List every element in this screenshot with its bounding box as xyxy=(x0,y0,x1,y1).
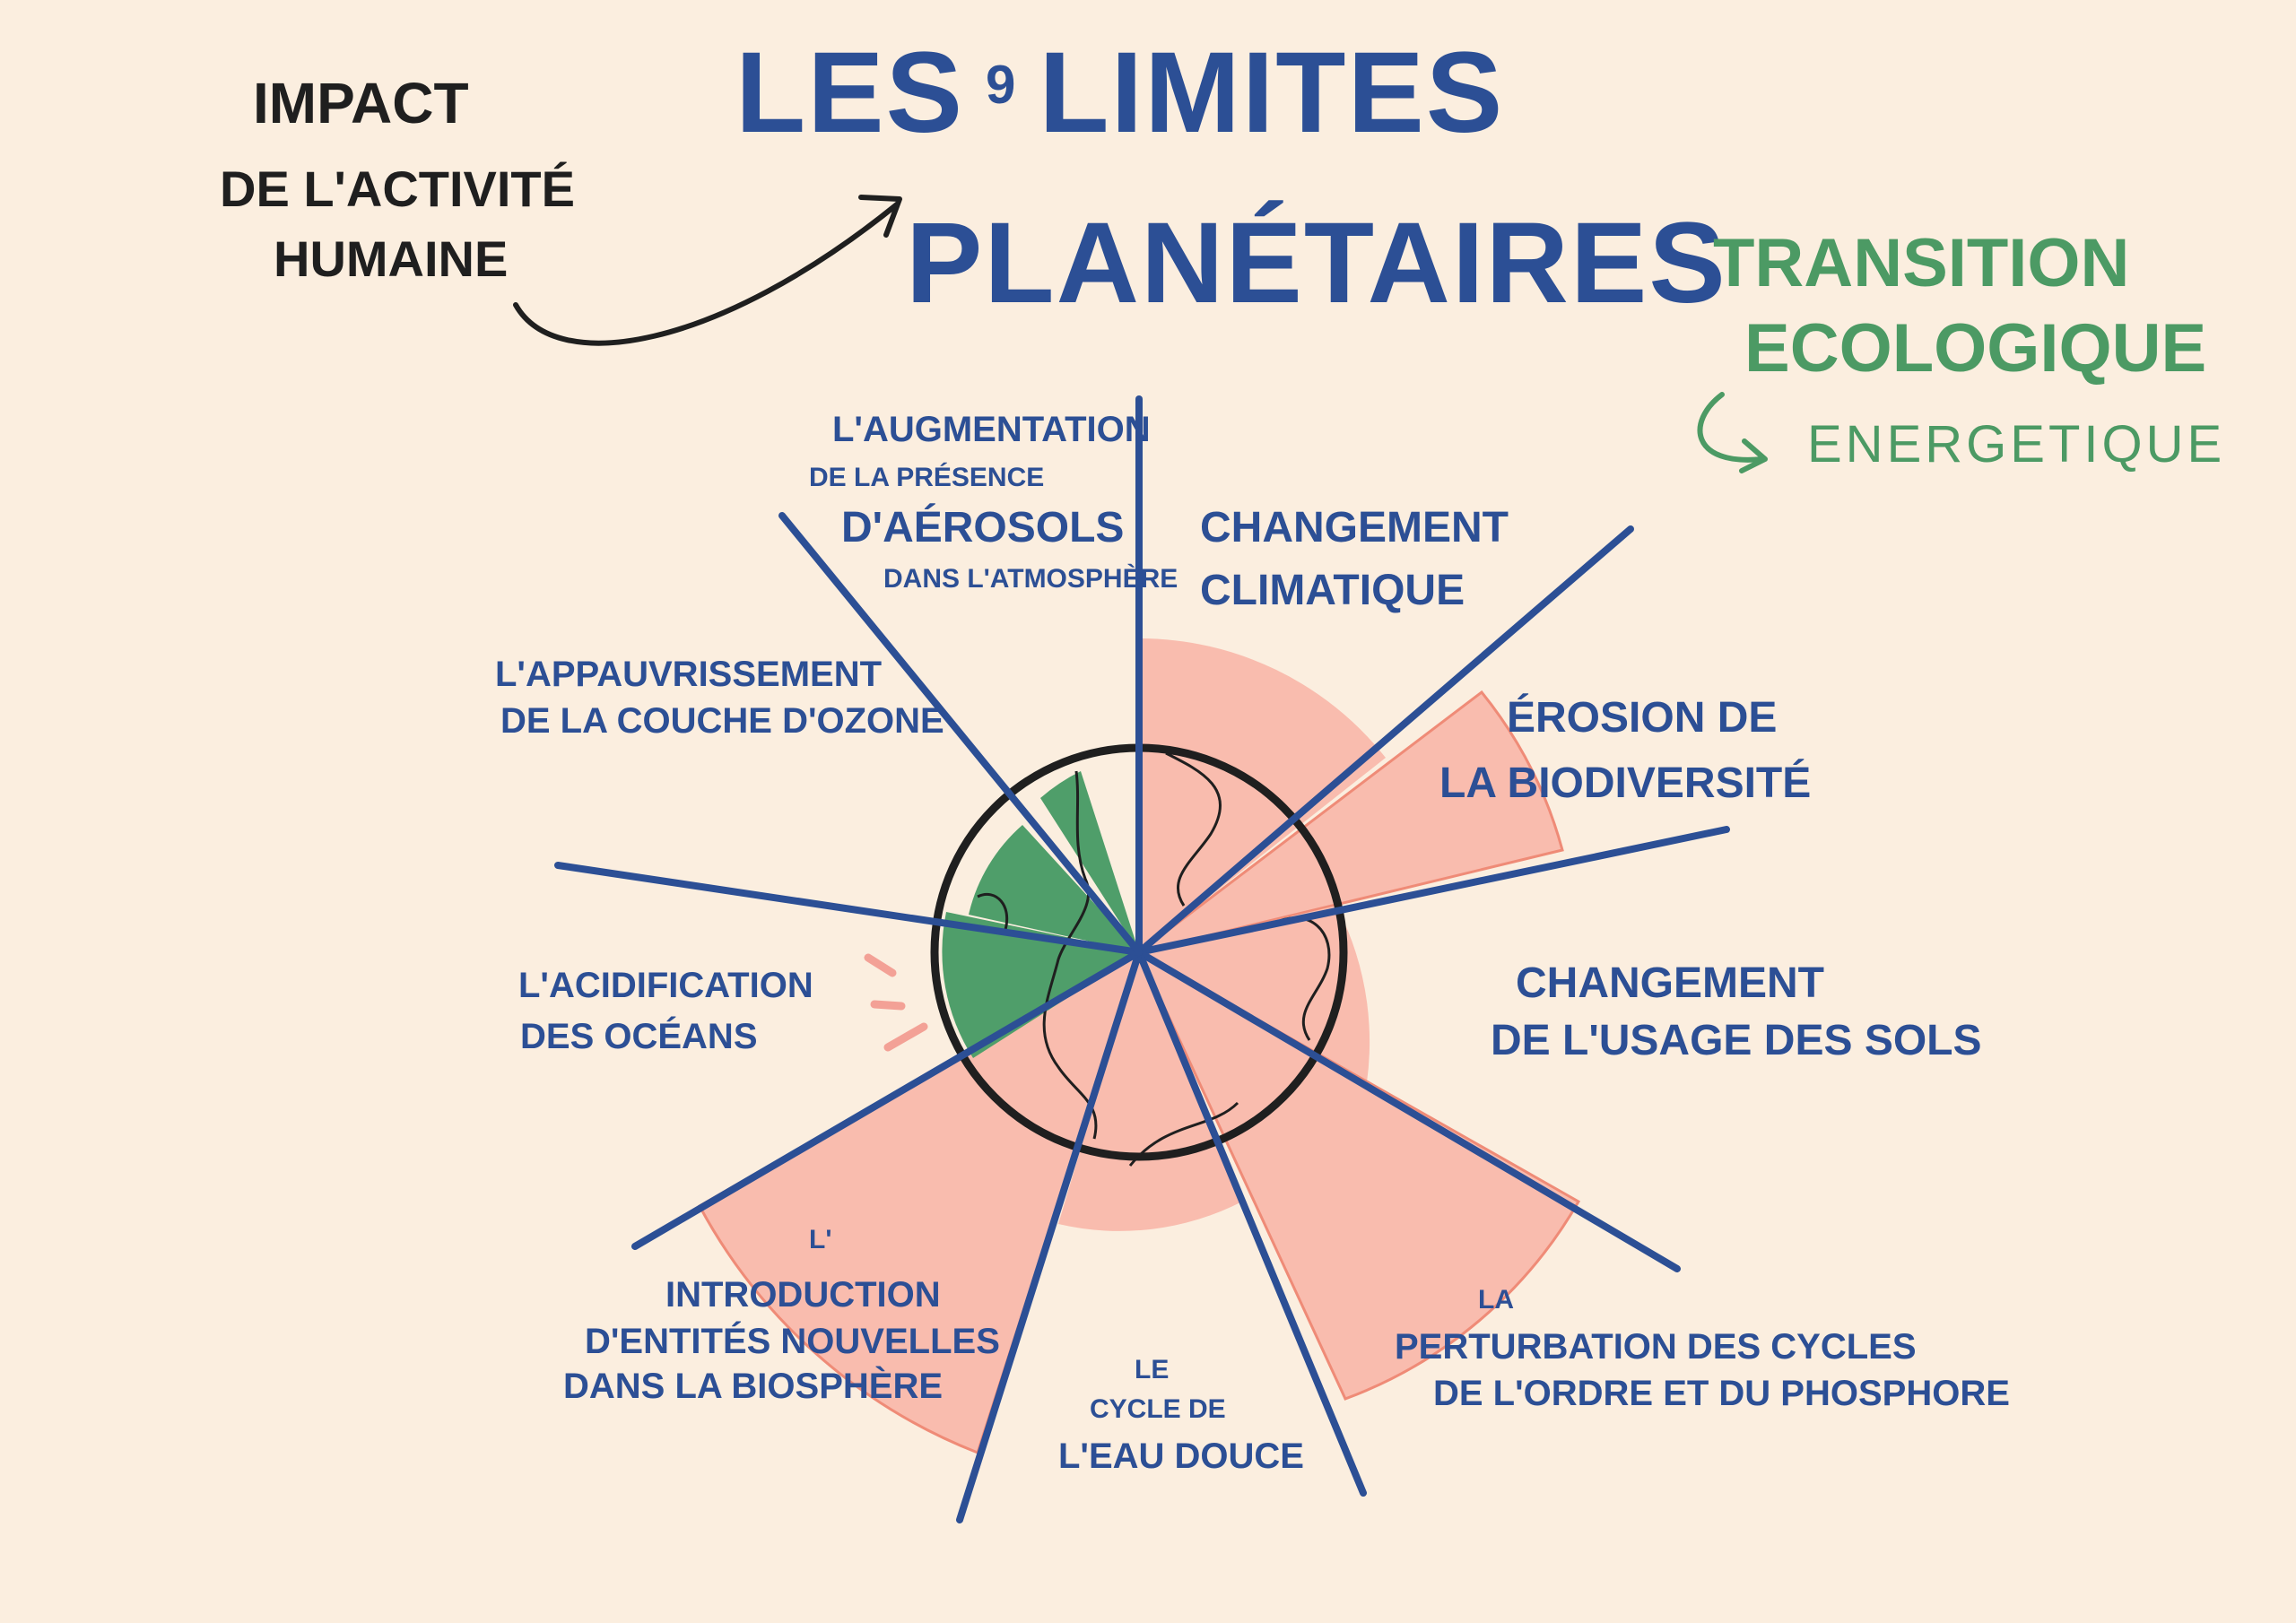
title-limites: LIMITES xyxy=(1039,29,1505,157)
continent-lines xyxy=(977,751,1331,1167)
label-ocean-acidification-2: DES OCÉANS xyxy=(520,1017,758,1056)
label-nutrient-cycles-1: LA xyxy=(1478,1285,1514,1315)
label-aerosols-3: D'AÉROSOLS xyxy=(841,504,1125,551)
impact-arrow-head xyxy=(858,195,902,238)
label-land-use-2: DE L'USAGE DES SOLS xyxy=(1491,1017,1982,1064)
energetique-hook-arrow xyxy=(1697,392,1765,463)
title-line-2: PLANÉTAIRES xyxy=(906,199,1727,327)
impact-line-2: DE L'ACTIVITÉ xyxy=(220,161,575,217)
label-novel-entities-4: DANS LA BIOSPHÈRE xyxy=(563,1367,944,1406)
label-freshwater-2: CYCLE DE xyxy=(1090,1394,1226,1424)
wedge-aerosols xyxy=(1040,771,1139,952)
label-freshwater-3: L'EAU DOUCE xyxy=(1058,1436,1304,1476)
wedge-biodiversity-erosion xyxy=(1138,690,1564,954)
title-number: 9 xyxy=(985,55,1018,116)
wedge-climate-change xyxy=(1139,638,1386,952)
wedge-freshwater-cycle xyxy=(1058,952,1242,1231)
label-biodiversity-1: ÉROSION DE xyxy=(1507,694,1778,742)
label-aerosols-4: DANS L'ATMOSPHÈRE xyxy=(883,564,1178,594)
title-les: LES xyxy=(735,29,964,157)
transition-line-1: TRANSITION xyxy=(1713,225,2130,301)
transition-line-2: ECOLOGIQUE xyxy=(1744,310,2207,386)
wedge-ozone-depletion xyxy=(969,825,1139,952)
label-aerosols-1: L'AUGMENTATION xyxy=(832,410,1151,449)
label-ozone-2: DE LA COUCHE D'OZONE xyxy=(500,701,944,741)
label-nutrient-cycles-3: DE L'ORDRE ET DU PHOSPHORE xyxy=(1433,1374,2010,1413)
label-nutrient-cycles-2: PERTURBATION DES CYCLES xyxy=(1395,1327,1917,1367)
label-ocean-acidification-1: L'ACIDIFICATION xyxy=(518,966,813,1005)
label-novel-entities-2: INTRODUCTION xyxy=(665,1275,941,1315)
emphasis-marks xyxy=(864,953,928,1052)
label-climate-change-2: CLIMATIQUE xyxy=(1200,567,1465,614)
impact-line-1: IMPACT xyxy=(253,71,469,135)
transition-line-3: ENERGETIQUE xyxy=(1807,415,2226,473)
label-aerosols-2: DE LA PRÉSENCE xyxy=(809,463,1045,492)
boundary-axes xyxy=(554,395,1730,1523)
label-biodiversity-2: LA BIODIVERSITÉ xyxy=(1439,759,1812,807)
energetique-hook-arrowhead xyxy=(1739,438,1768,473)
wedge-nutrient-cycles xyxy=(1135,949,1581,1401)
impact-arrow xyxy=(513,202,900,346)
wedge-novel-entities xyxy=(697,949,1142,1454)
label-freshwater-1: LE xyxy=(1135,1355,1170,1384)
label-climate-change-1: CHANGEMENT xyxy=(1200,504,1509,551)
impact-line-3: HUMAINE xyxy=(274,230,509,287)
label-novel-entities-1: L' xyxy=(809,1225,832,1254)
label-ozone-1: L'APPAUVRISSEMENT xyxy=(495,655,883,694)
label-land-use-1: CHANGEMENT xyxy=(1516,959,1824,1007)
label-novel-entities-3: D'ENTITÉS NOUVELLES xyxy=(585,1322,1000,1361)
